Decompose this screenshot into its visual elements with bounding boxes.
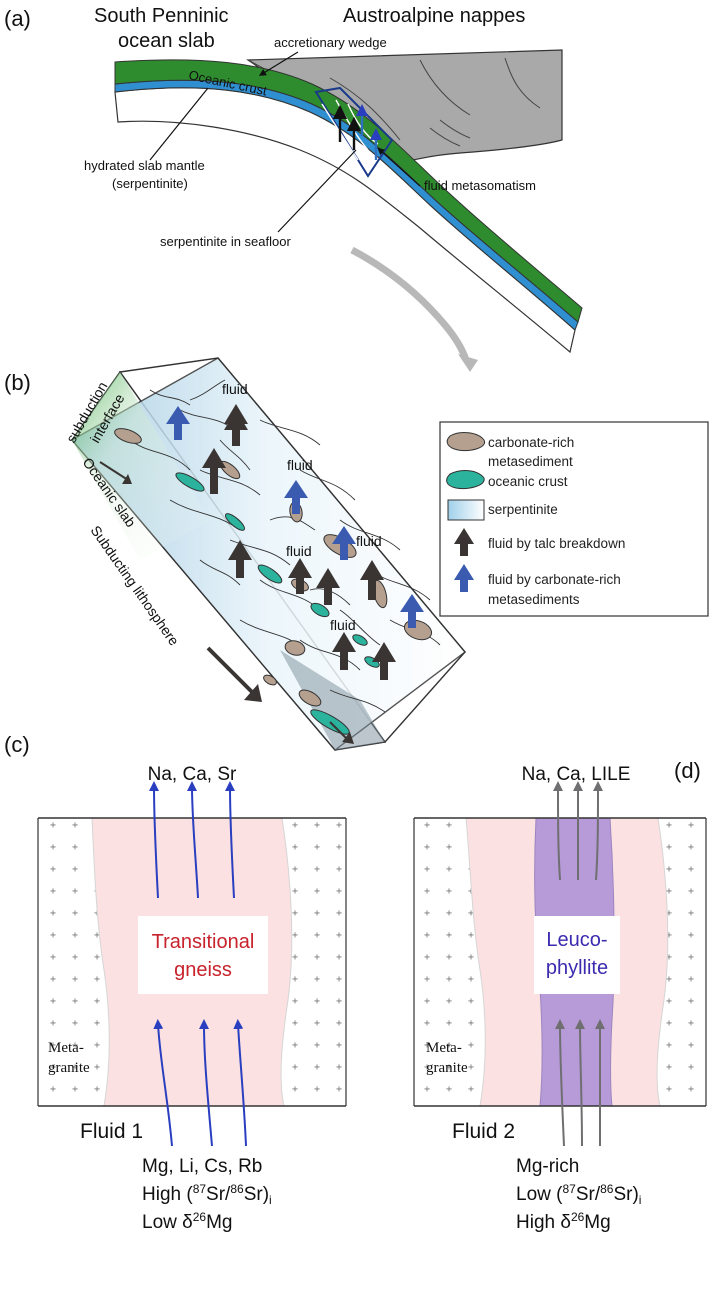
south-penninic-title-2: ocean slab (118, 30, 215, 52)
fluid-1-sr-ratio: High (87Sr/86Sr)i (142, 1182, 272, 1207)
panel-b: (b) (4, 357, 709, 751)
legend-carbonate-fluid-1: fluid by carbonate-rich (488, 572, 621, 587)
fluid-label-3: fluid (286, 543, 312, 559)
panel-a-label: (a) (4, 6, 31, 31)
metagranite-d-2: granite (426, 1060, 468, 1076)
accretionary-wedge-label: accretionary wedge (274, 35, 387, 50)
metagranite-c-2: granite (48, 1060, 90, 1076)
panel-d-label: (d) (674, 758, 701, 783)
hydrated-mantle-label-2: (serpentinite) (112, 176, 188, 191)
fluid-2-sr-ratio: Low (87Sr/86Sr)i (516, 1182, 641, 1207)
fluid-label-1: fluid (222, 381, 248, 397)
hydrated-mantle-label-1: hydrated slab mantle (84, 158, 205, 173)
fluid-1-mg-isotope: Low δ26Mg (142, 1210, 232, 1233)
metagranite-d-1: Meta- (426, 1040, 462, 1056)
fluid-1-elements: Mg, Li, Cs, Rb (142, 1156, 262, 1177)
panel-c: (c) Transitional gneiss Na, Ca, Sr Meta-… (4, 732, 347, 1233)
legend: carbonate-rich metasediment oceanic crus… (439, 421, 709, 617)
fluid-2-mg-isotope: High δ26Mg (516, 1210, 611, 1233)
subduction-direction-arrow (350, 246, 470, 362)
transitional-gneiss-label-2: gneiss (174, 959, 232, 981)
south-penninic-title-1: South Penninic (94, 5, 229, 27)
austroalpine-title: Austroalpine nappes (343, 5, 525, 27)
legend-carbonate-2: metasediment (488, 454, 573, 469)
leucophyllite-label-2: phyllite (546, 957, 608, 979)
top-elements-d: Na, Ca, LILE (522, 764, 631, 785)
fluid-metasomatism-label: fluid metasomatism (424, 178, 536, 193)
fluid-label-2: fluid (287, 457, 313, 473)
fluid-label-4: fluid (356, 533, 382, 549)
legend-serpentinite: serpentinite (488, 502, 558, 517)
oceanic-crust-layer (114, 59, 583, 323)
serpentinite-seafloor-label: serpentinite in seafloor (160, 234, 291, 249)
panel-d: (d) Leuco- phyllite Na, Ca, LILE Meta- g… (413, 758, 707, 1233)
transitional-gneiss-label-1: Transitional (152, 931, 255, 953)
legend-carbonate-fluid-2: metasediments (488, 592, 580, 607)
legend-talc: fluid by talc breakdown (488, 536, 625, 551)
fluid-2-title: Fluid 2 (452, 1120, 515, 1143)
panel-c-label: (c) (4, 732, 30, 757)
fluid-2-elements: Mg-rich (516, 1156, 579, 1177)
top-elements-c: Na, Ca, Sr (148, 764, 237, 785)
metagranite-c-1: Meta- (48, 1040, 84, 1056)
fluid-label-5: fluid (330, 617, 356, 633)
panel-b-label: (b) (4, 370, 31, 395)
fluid-1-title: Fluid 1 (80, 1120, 143, 1143)
legend-oceanic-crust: oceanic crust (488, 474, 568, 489)
leucophyllite-label-1: Leuco- (546, 929, 607, 951)
panel-a: (a) South Penninic ocean slab Austroalpi… (4, 5, 583, 372)
legend-carbonate-1: carbonate-rich (488, 435, 574, 450)
